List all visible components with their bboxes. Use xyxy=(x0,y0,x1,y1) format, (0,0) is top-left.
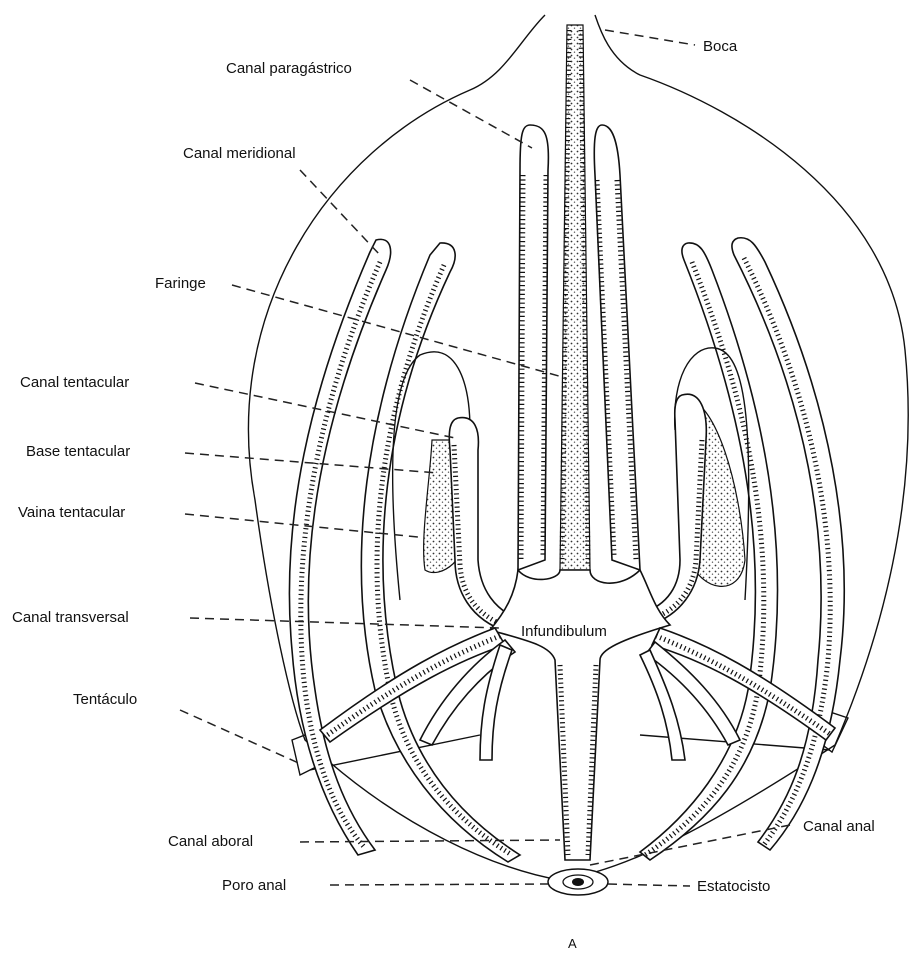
leader-tentaculo xyxy=(180,710,303,765)
label-estatocisto: Estatocisto xyxy=(697,878,770,895)
label-tentaculo: Tentáculo xyxy=(73,691,137,708)
tentacle-base-right xyxy=(642,394,745,625)
label-vaina-tentacular: Vaina tentacular xyxy=(18,504,125,521)
figure-letter: A xyxy=(568,936,577,951)
label-canal-transversal: Canal transversal xyxy=(12,609,129,626)
label-poro-anal: Poro anal xyxy=(222,877,286,894)
meridional-canal-right-outer xyxy=(732,238,844,850)
label-canal-anal: Canal anal xyxy=(803,818,875,835)
paragastric-canal-right xyxy=(594,125,640,570)
leader-canal-aboral xyxy=(300,840,560,842)
label-canal-meridional: Canal meridional xyxy=(183,145,296,162)
leader-estatocisto xyxy=(608,884,690,886)
leader-poro-anal xyxy=(330,884,548,885)
tentacle-base-left xyxy=(424,418,520,632)
leader-canal-anal xyxy=(590,825,790,865)
label-faringe: Faringe xyxy=(155,275,206,292)
leader-boca xyxy=(605,30,695,45)
statocyst xyxy=(548,869,608,895)
infundibulum xyxy=(490,570,670,860)
label-boca: Boca xyxy=(703,38,738,55)
paragastric-canal-left xyxy=(518,125,548,570)
label-canal-paragastrico: Canal paragástrico xyxy=(226,60,352,77)
pharynx xyxy=(560,25,590,570)
label-infundibulum: Infundibulum xyxy=(521,623,607,640)
leader-canal-meridional xyxy=(300,170,380,255)
label-base-tentacular: Base tentacular xyxy=(26,443,130,460)
label-canal-tentacular: Canal tentacular xyxy=(20,374,129,391)
leader-canal-transversal xyxy=(190,618,500,628)
label-canal-aboral: Canal aboral xyxy=(168,833,253,850)
